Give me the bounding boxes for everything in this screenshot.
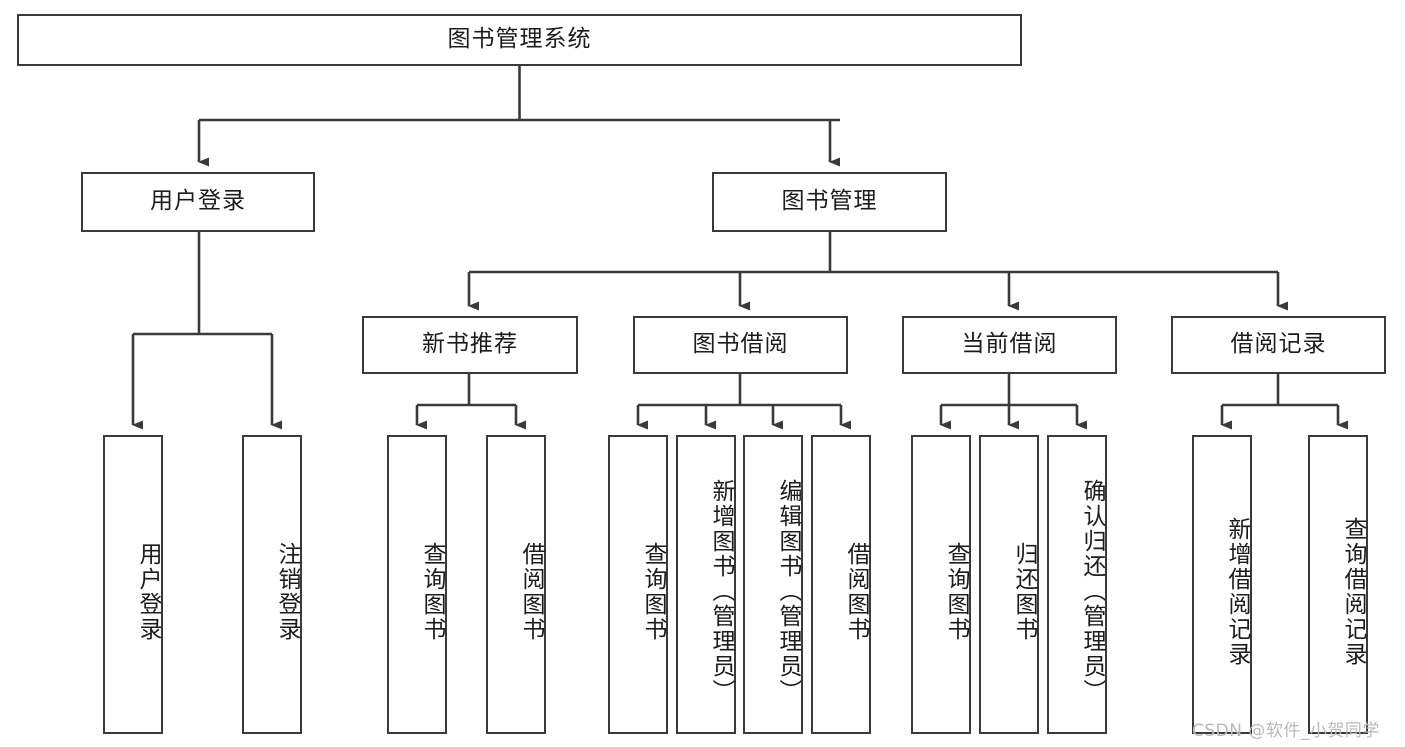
node-label: 查询借阅记录 <box>1340 516 1366 667</box>
node-root-book-management-system[interactable]: 图书管理系统 <box>17 14 1022 66</box>
node-label: 确认归还（管理员） <box>1079 479 1105 704</box>
node-label: 借阅记录 <box>1230 331 1327 358</box>
node-label: 新书推荐 <box>422 331 518 358</box>
leaf-current-borrow-return[interactable]: 归还图书 <box>979 435 1039 734</box>
node-label: 查询图书 <box>943 541 969 642</box>
leaf-book-borrow-query[interactable]: 查询图书 <box>608 435 668 734</box>
leaf-new-book-borrow[interactable]: 借阅图书 <box>486 435 546 734</box>
leaf-new-book-query[interactable]: 查询图书 <box>387 435 447 734</box>
node-label: 借阅图书 <box>843 541 869 642</box>
node-label: 查询图书 <box>640 541 666 642</box>
node-label: 图书管理系统 <box>447 26 592 53</box>
node-new-book-recommend[interactable]: 新书推荐 <box>362 316 578 374</box>
node-label: 用户登录 <box>150 188 246 215</box>
node-label: 编辑图书（管理员） <box>775 479 801 704</box>
node-label: 当前借阅 <box>961 331 1058 358</box>
leaf-book-borrow-add-admin[interactable]: 新增图书（管理员） <box>676 435 736 734</box>
node-label: 图书借阅 <box>692 331 789 358</box>
node-book-borrow[interactable]: 图书借阅 <box>633 316 848 374</box>
leaf-book-borrow-borrow[interactable]: 借阅图书 <box>811 435 871 734</box>
node-label: 借阅图书 <box>518 541 544 642</box>
leaf-current-borrow-query[interactable]: 查询图书 <box>911 435 971 734</box>
node-borrow-record[interactable]: 借阅记录 <box>1171 316 1386 374</box>
node-label: 注销登录 <box>274 541 300 642</box>
node-label: 图书管理 <box>781 188 878 215</box>
leaf-user-login-logout[interactable]: 注销登录 <box>242 435 302 734</box>
node-label: 归还图书 <box>1011 541 1037 642</box>
node-label: 用户登录 <box>135 541 161 642</box>
node-label: 查询图书 <box>419 541 445 642</box>
node-current-borrow[interactable]: 当前借阅 <box>902 316 1117 374</box>
node-label: 新增借阅记录 <box>1224 516 1250 667</box>
leaf-user-login-login[interactable]: 用户登录 <box>103 435 163 734</box>
csdn-watermark: CSDN @软件_小贺同学 <box>1192 721 1380 741</box>
node-book-management[interactable]: 图书管理 <box>712 172 947 232</box>
leaf-current-borrow-confirm-admin[interactable]: 确认归还（管理员） <box>1047 435 1107 734</box>
node-label: 新增图书（管理员） <box>708 479 734 704</box>
leaf-borrow-record-add[interactable]: 新增借阅记录 <box>1192 435 1252 734</box>
node-user-login[interactable]: 用户登录 <box>81 172 315 232</box>
leaf-borrow-record-query[interactable]: 查询借阅记录 <box>1308 435 1368 734</box>
leaf-book-borrow-edit-admin[interactable]: 编辑图书（管理员） <box>743 435 803 734</box>
